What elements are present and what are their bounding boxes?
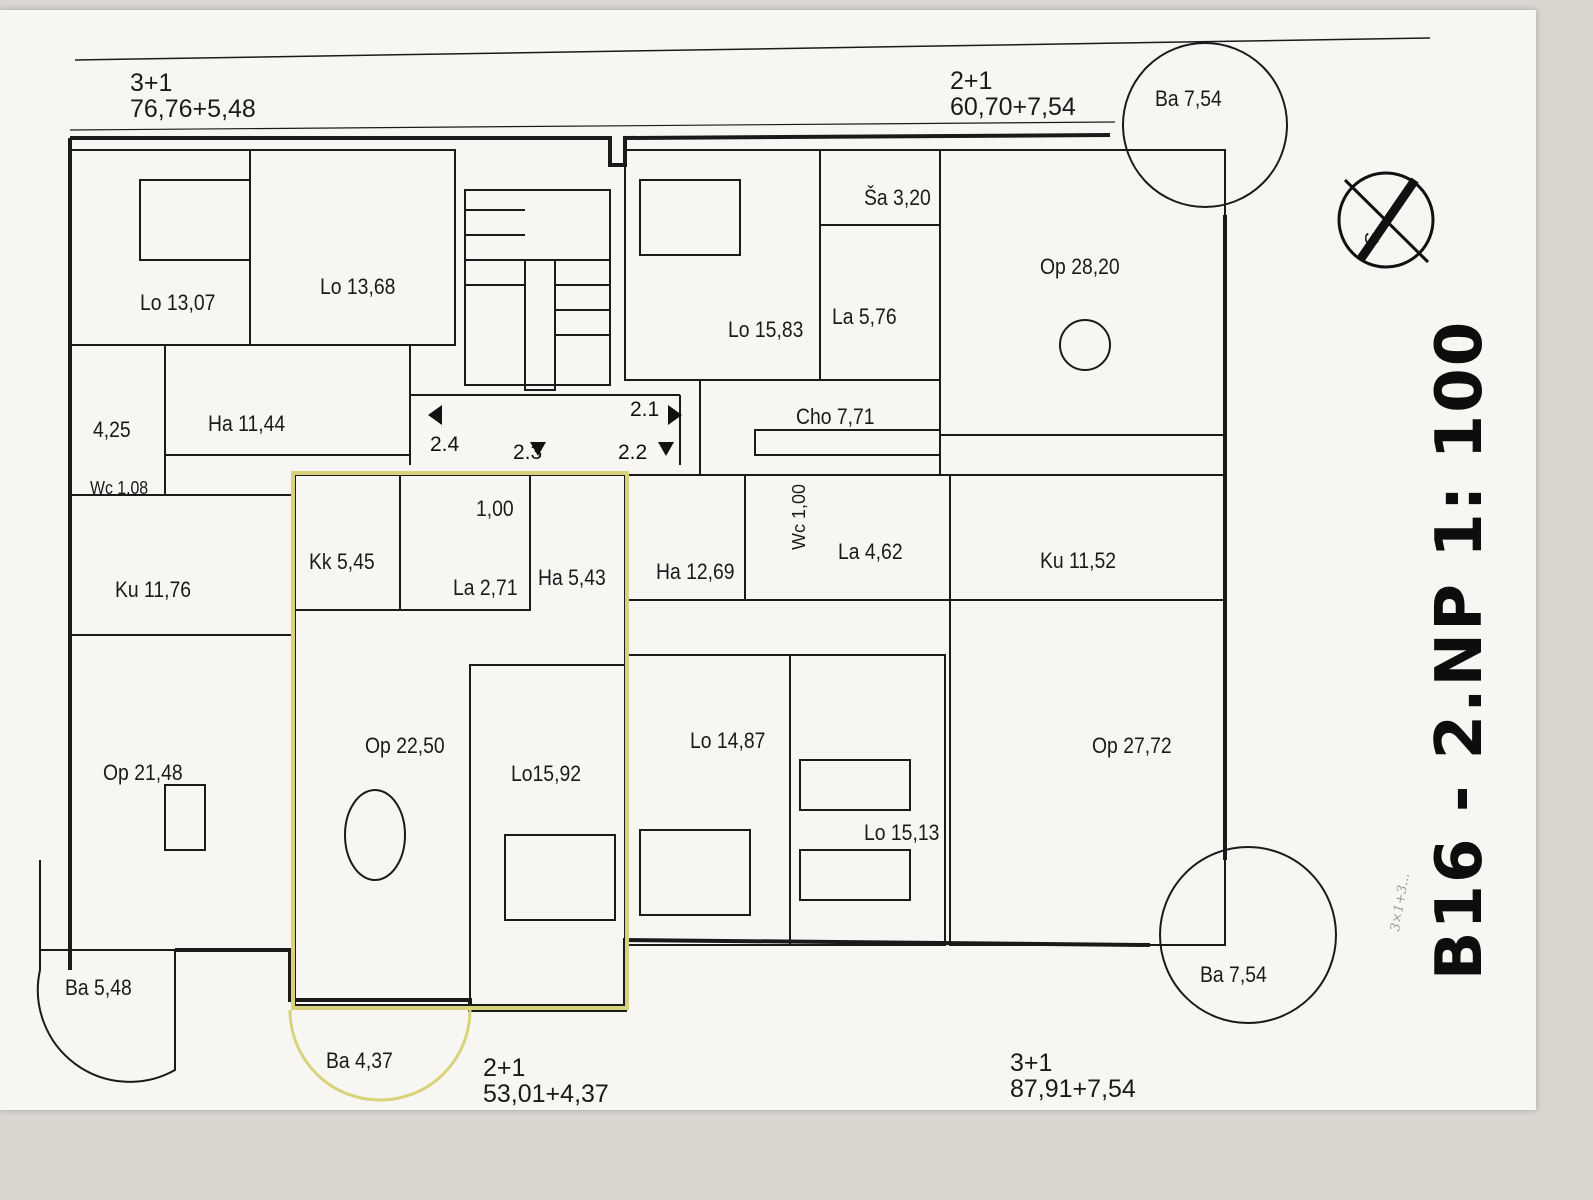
room-label: Cho 7,71: [796, 404, 875, 429]
room-label: Ku 11,76: [115, 577, 192, 602]
room-label: Wc 1,08: [90, 478, 149, 498]
room-label: Kk 5,45: [309, 549, 375, 574]
room-label: Ša 3,20: [864, 185, 931, 210]
room-label: Ba 7,54: [1200, 962, 1267, 987]
room-label: 4,25: [93, 417, 131, 442]
room-label: La 4,62: [838, 539, 903, 564]
room-label: Ha 12,69: [656, 559, 735, 584]
room-label: Ba 7,54: [1155, 86, 1222, 111]
room-label: Lo 15,13: [864, 820, 940, 845]
highlighted-unit-outline: [291, 471, 629, 1010]
room-label: Lo 14,87: [690, 728, 766, 753]
north-arrow-icon: [1337, 171, 1435, 269]
room-label: Lo15,92: [511, 761, 581, 786]
room-label: Wc 1,00: [789, 483, 809, 550]
room-label: Lo 13,68: [320, 274, 396, 299]
sheet-title: B16 - 2.NP 1: 100: [1423, 319, 1497, 981]
room-label: Op 27,72: [1092, 733, 1172, 758]
floor-plan-drawing: S: [36, 37, 1435, 1102]
stair-label: 2.1: [630, 398, 660, 421]
room-label: Lo 15,83: [728, 317, 804, 342]
room-label: Op 28,20: [1040, 254, 1120, 279]
stair-label: 2.2: [618, 441, 648, 464]
room-label: La 5,76: [832, 304, 897, 329]
room-label: Ba 5,48: [65, 975, 132, 1000]
stair-label: 2.3: [513, 441, 543, 464]
room-label: Ba 4,37: [326, 1048, 393, 1073]
room-label: Op 22,50: [365, 733, 445, 758]
room-label: La 2,71: [453, 575, 518, 600]
svg-text:S: S: [1362, 232, 1384, 245]
room-label: Ha 11,44: [208, 411, 286, 436]
room-label: Op 21,48: [103, 760, 183, 785]
room-label: Lo 13,07: [140, 290, 216, 315]
stair-label: 2.4: [430, 433, 460, 456]
room-label: Ha 5,43: [538, 565, 606, 590]
room-label: Ku 11,52: [1040, 548, 1117, 573]
room-label: 1,00: [476, 496, 514, 521]
